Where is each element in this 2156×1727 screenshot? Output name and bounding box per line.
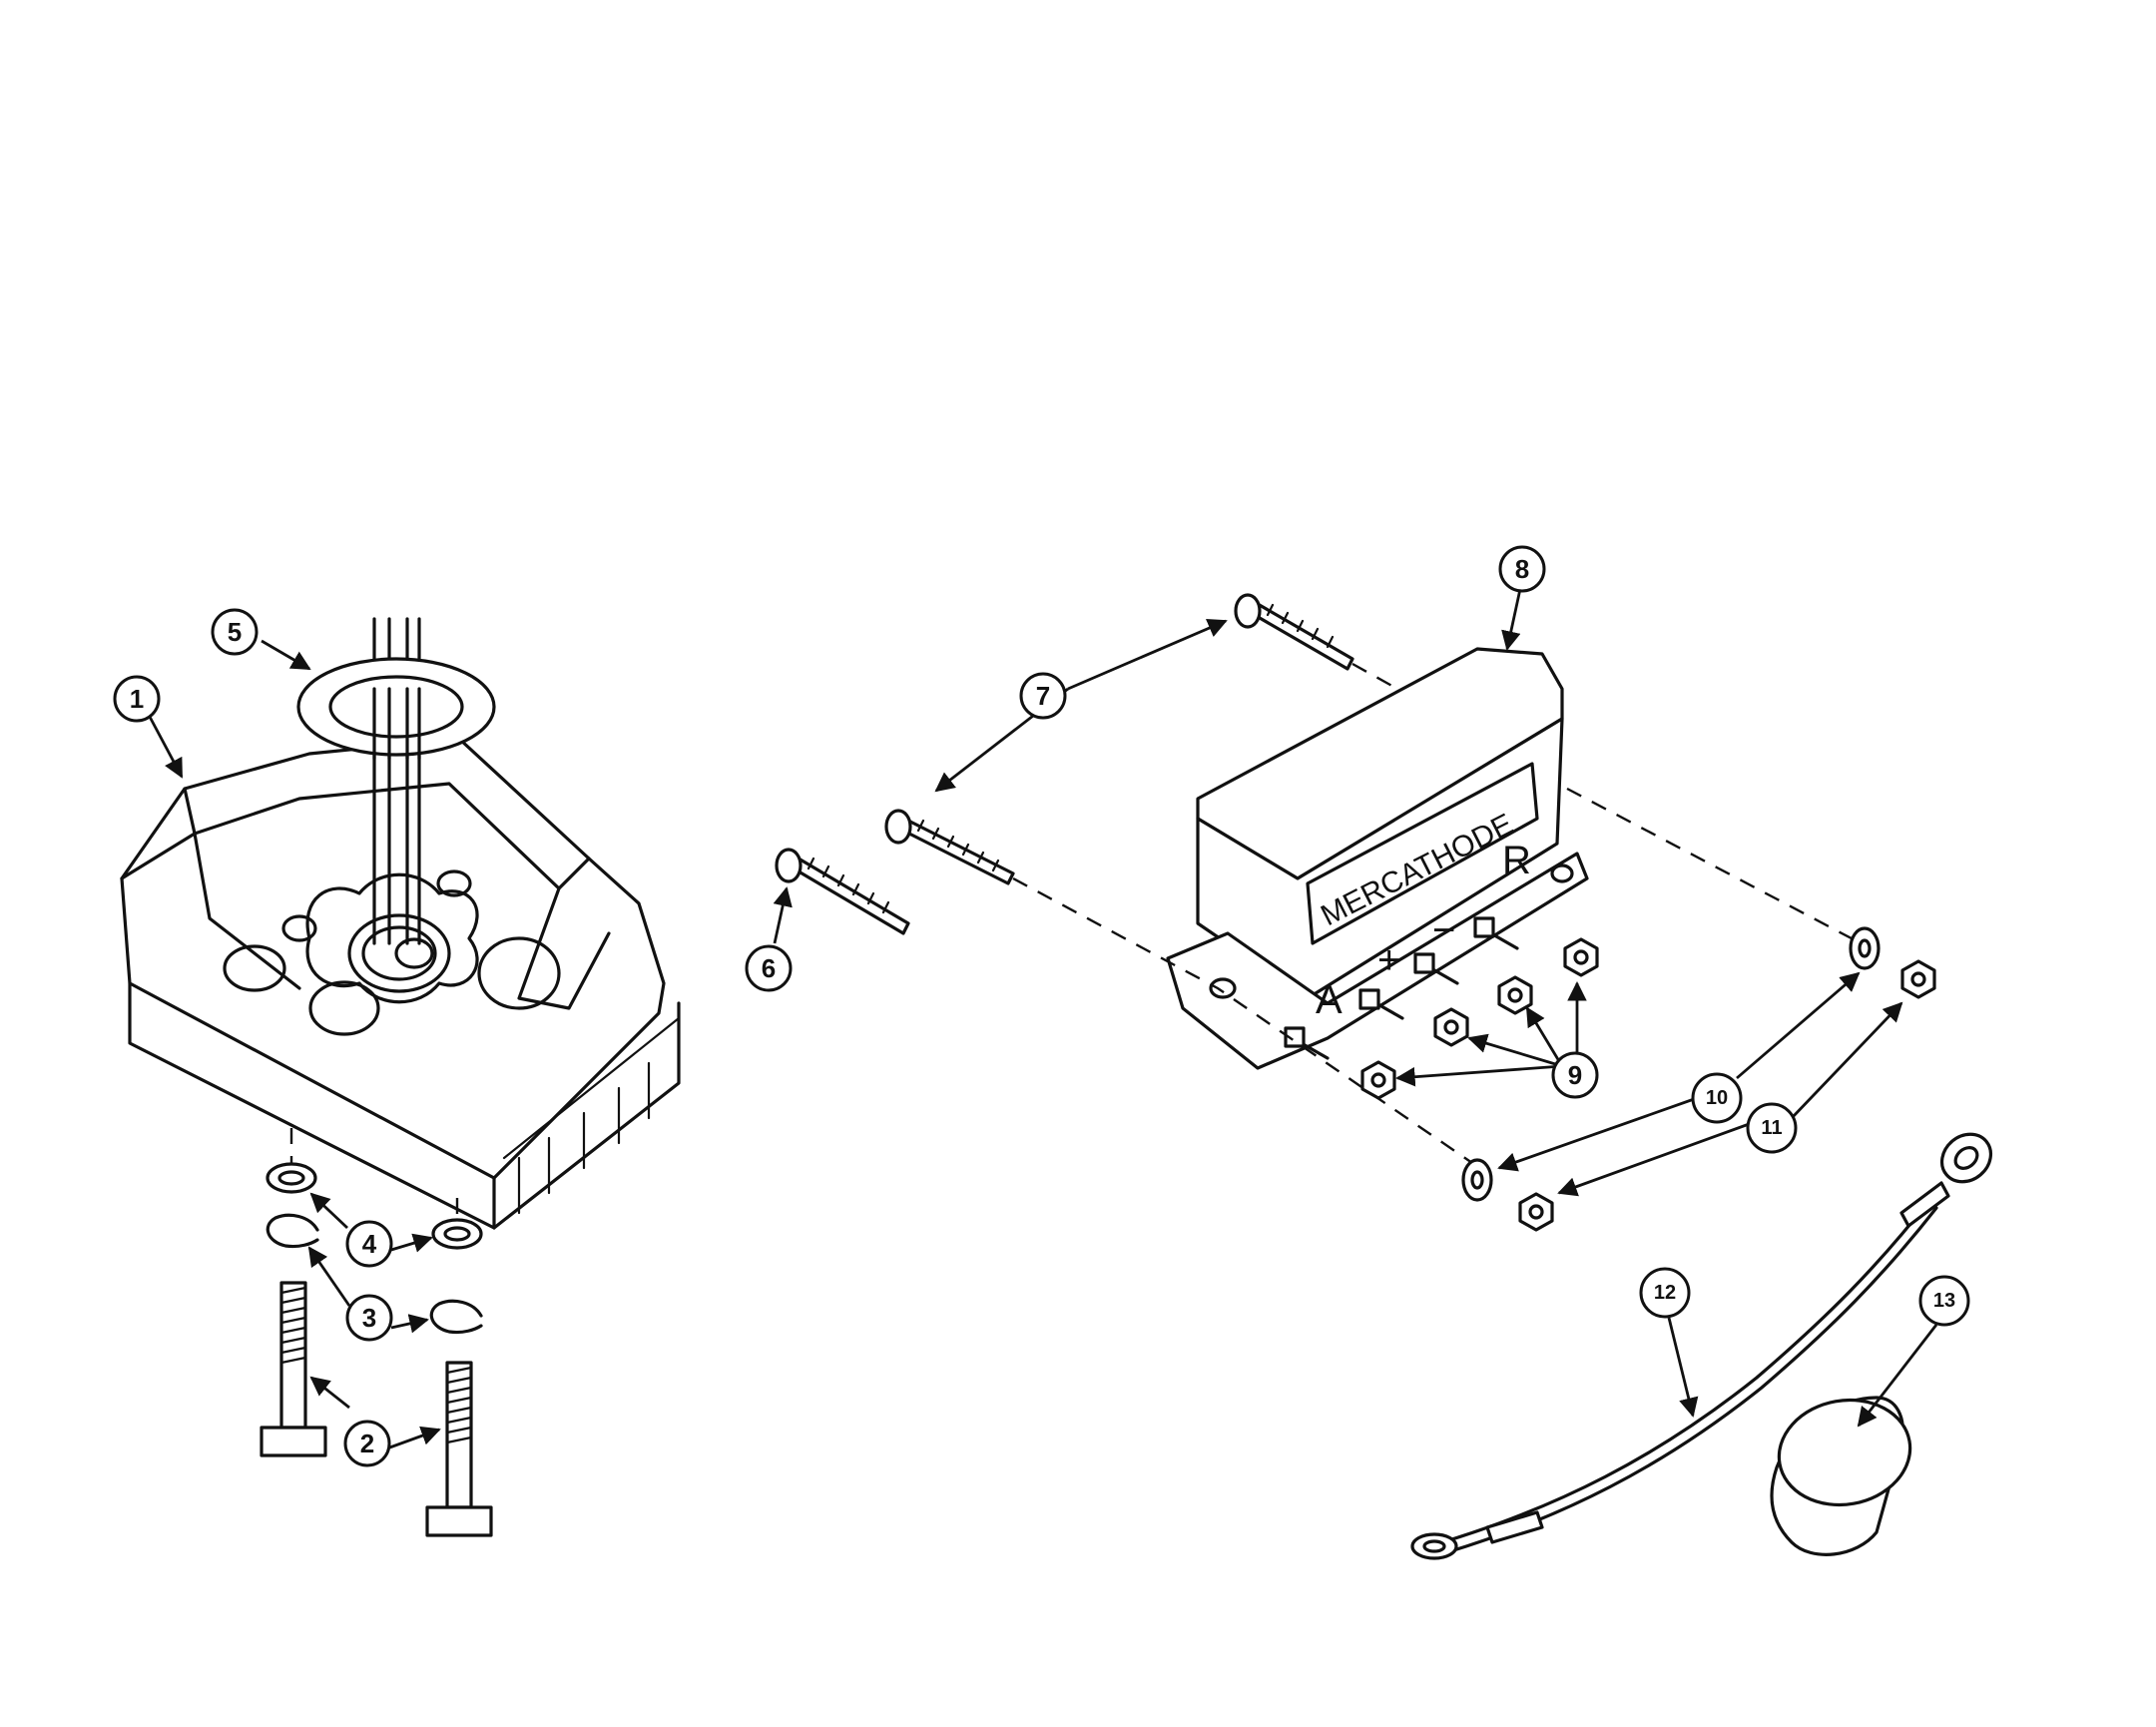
callout-10: 10 [1691, 1072, 1743, 1124]
washer-right [431, 1218, 483, 1250]
callout-5: 5 [211, 608, 259, 656]
mercathode-controller: MERCATHODE A + − R [1166, 647, 1589, 1070]
alignment-line-right [1566, 787, 1868, 948]
bolt-right [425, 1361, 493, 1537]
nut-9b [1433, 1007, 1469, 1047]
callout-1: 1 [113, 675, 161, 723]
svg-text:10: 10 [1706, 1087, 1728, 1109]
callout-13: 13 [1918, 1275, 1970, 1327]
callout-9: 9 [1551, 1051, 1599, 1099]
washer-10-left [1461, 1158, 1493, 1202]
callout-7: 7 [1019, 672, 1067, 720]
washer-left [266, 1162, 317, 1194]
svg-text:7: 7 [1036, 681, 1050, 711]
grommet [296, 657, 496, 761]
svg-text:8: 8 [1515, 554, 1529, 584]
callout-2: 2 [343, 1420, 391, 1467]
nut-9a [1360, 1060, 1396, 1100]
alignment-lines-left [289, 1128, 459, 1220]
nut-11-right [1900, 959, 1936, 999]
screw-6 [775, 848, 910, 935]
svg-text:12: 12 [1654, 1282, 1676, 1304]
svg-text:9: 9 [1568, 1060, 1582, 1090]
alignment-line-upper-screw [1351, 662, 1398, 691]
callout-11: 11 [1746, 1102, 1798, 1154]
callout-8: 8 [1498, 545, 1546, 593]
svg-text:11: 11 [1761, 1117, 1782, 1139]
svg-text:4: 4 [362, 1229, 377, 1259]
callout-4: 4 [345, 1220, 393, 1268]
terminal-label-plus: + [1377, 938, 1400, 982]
alignment-line-lower-screw [1012, 876, 1473, 1164]
svg-text:3: 3 [362, 1303, 376, 1333]
terminal-boot [1770, 1396, 1912, 1556]
callout-3: 3 [345, 1294, 393, 1342]
lock-washer-left [266, 1213, 319, 1249]
terminal-label-a: A [1316, 978, 1343, 1022]
svg-text:1: 1 [130, 684, 144, 714]
lock-washer-right [429, 1299, 483, 1335]
screw-7-upper [1234, 593, 1354, 671]
bolt-left [260, 1281, 327, 1457]
callout-6: 6 [745, 944, 793, 992]
terminal-label-minus: − [1432, 908, 1455, 952]
svg-text:13: 13 [1933, 1290, 1955, 1312]
terminal-label-r: R [1502, 839, 1531, 882]
nut-11-left [1518, 1192, 1554, 1232]
callout-12: 12 [1639, 1267, 1691, 1319]
ground-strap [1410, 1132, 1993, 1560]
svg-text:5: 5 [228, 617, 242, 647]
nut-9c [1497, 975, 1533, 1015]
svg-text:2: 2 [360, 1429, 374, 1458]
screw-7-lower [884, 809, 1015, 885]
washer-10-right [1849, 926, 1881, 970]
nut-9d [1563, 937, 1599, 977]
svg-text:6: 6 [762, 953, 776, 983]
